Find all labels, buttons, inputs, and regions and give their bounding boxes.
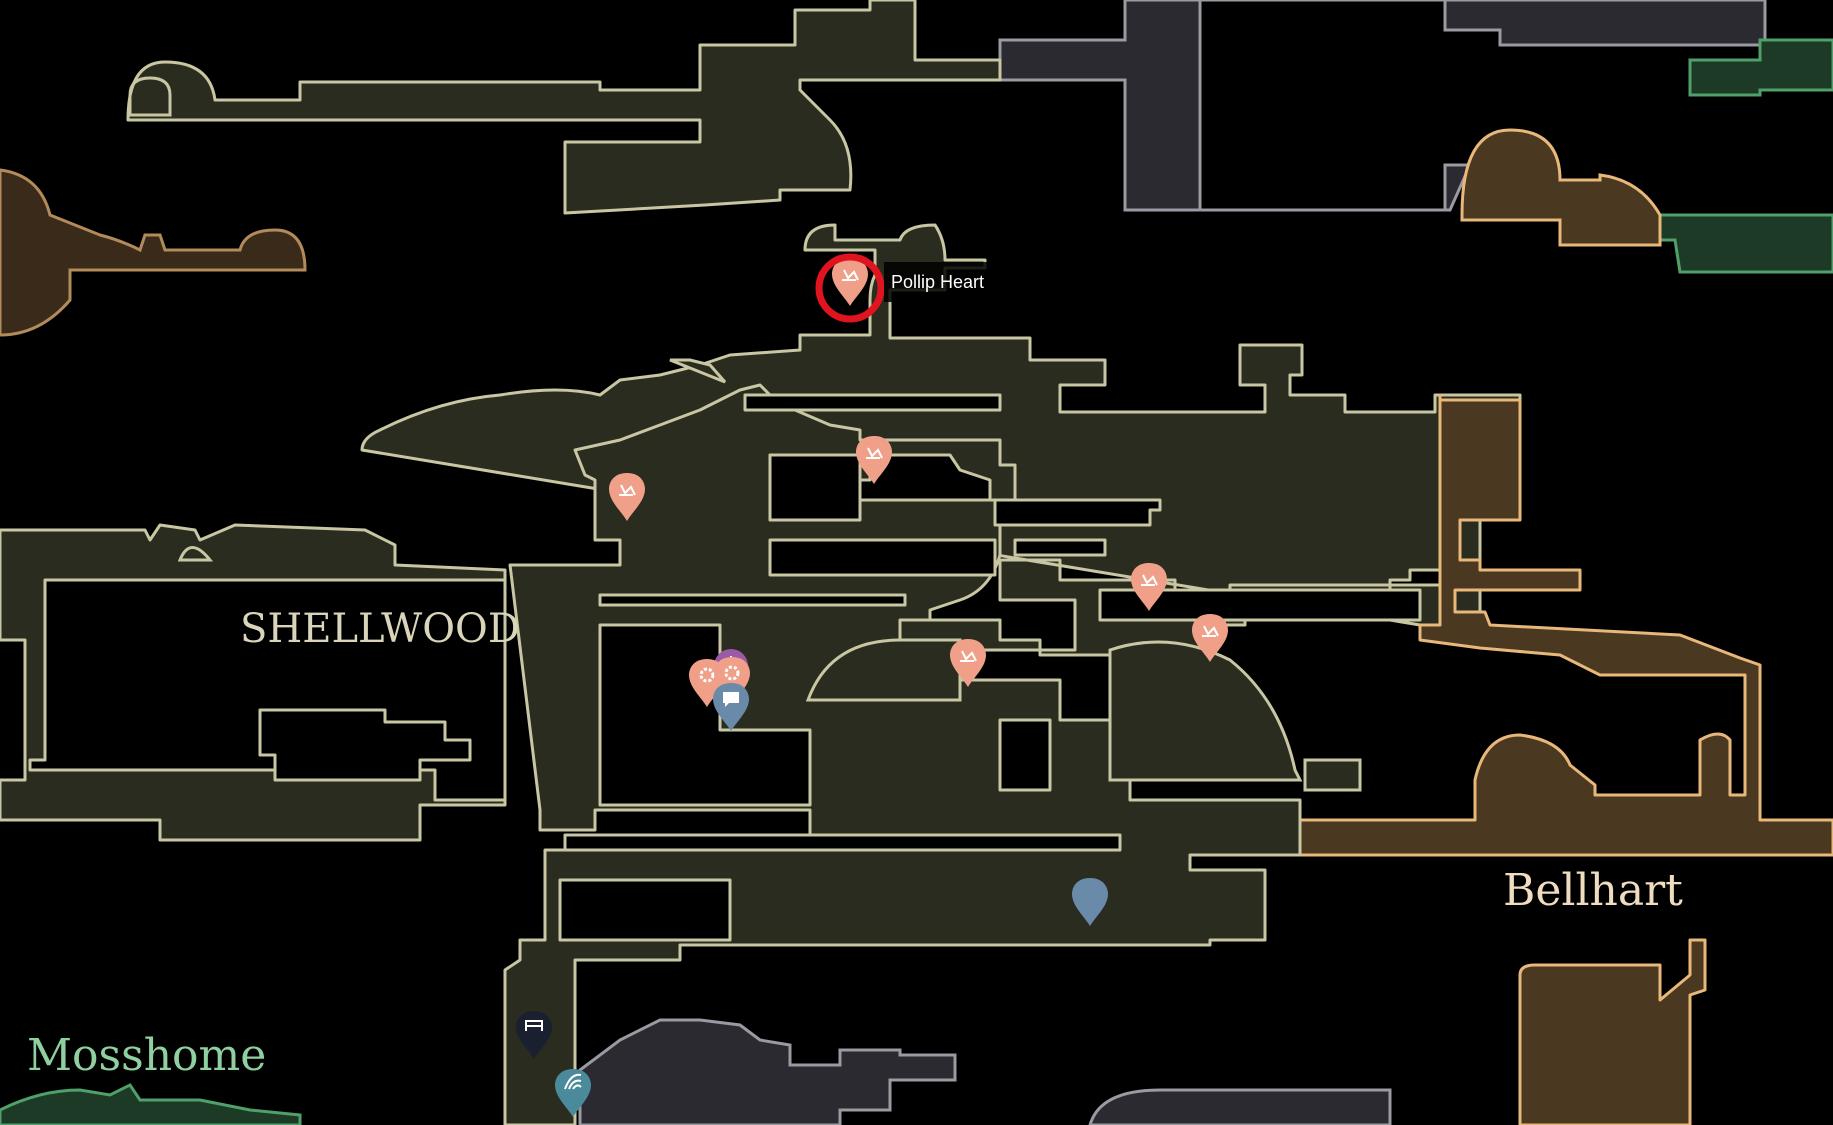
- pollip-heart-icon: [1202, 625, 1219, 637]
- region-green-northeast: [1658, 38, 1833, 274]
- pollip-heart-marker[interactable]: [950, 639, 986, 687]
- gear-icon: [699, 667, 715, 683]
- region-label-shellwood: SHELLWOOD: [240, 606, 520, 652]
- tooltip-label: Pollip Heart: [891, 272, 984, 292]
- vendor-marker[interactable]: [714, 657, 750, 705]
- pollip-heart-marker[interactable]: [609, 473, 645, 521]
- npc-marker[interactable]: [713, 683, 749, 731]
- speech-bubble-icon: [723, 692, 739, 707]
- pollip-heart-marker[interactable]: [832, 258, 868, 306]
- region-bellhart: [1298, 393, 1833, 1125]
- bed-marker[interactable]: [516, 1011, 552, 1059]
- pollip-heart-icon: [619, 484, 636, 496]
- region-amber-northeast: [1460, 128, 1662, 247]
- pollip-heart-icon: [960, 650, 977, 662]
- location-pin-icon: [1087, 891, 1093, 897]
- region-label-mosshome: Mosshome: [27, 1030, 266, 1081]
- interior-voids: [28, 393, 1422, 942]
- pollip-heart-icon: [866, 447, 883, 459]
- pollip-heart-marker[interactable]: [1131, 563, 1167, 611]
- region-brown-west: [0, 168, 307, 337]
- region-grey-north: [998, 0, 1767, 212]
- location-marker[interactable]: [1072, 878, 1108, 926]
- pollip-heart-icon: [842, 269, 859, 281]
- pollip-heart-marker[interactable]: [1192, 614, 1228, 662]
- region-mosshome: [0, 1083, 302, 1125]
- region-grey-south: [578, 1018, 1392, 1125]
- pollip-heart-marker[interactable]: [856, 436, 892, 484]
- selected-marker-highlight: [815, 253, 885, 323]
- region-label-bellhart: Bellhart: [1503, 865, 1683, 916]
- bed-icon: [525, 1020, 543, 1031]
- marker-tooltip: Pollip Heart: [884, 262, 996, 302]
- gear-icon: [724, 665, 740, 681]
- bench-icon: [564, 1073, 582, 1090]
- fast-travel-marker[interactable]: [555, 1069, 591, 1117]
- vendor-marker[interactable]: [689, 659, 725, 707]
- map-decorations: [128, 76, 1362, 792]
- pollip-heart-icon: [1141, 574, 1158, 586]
